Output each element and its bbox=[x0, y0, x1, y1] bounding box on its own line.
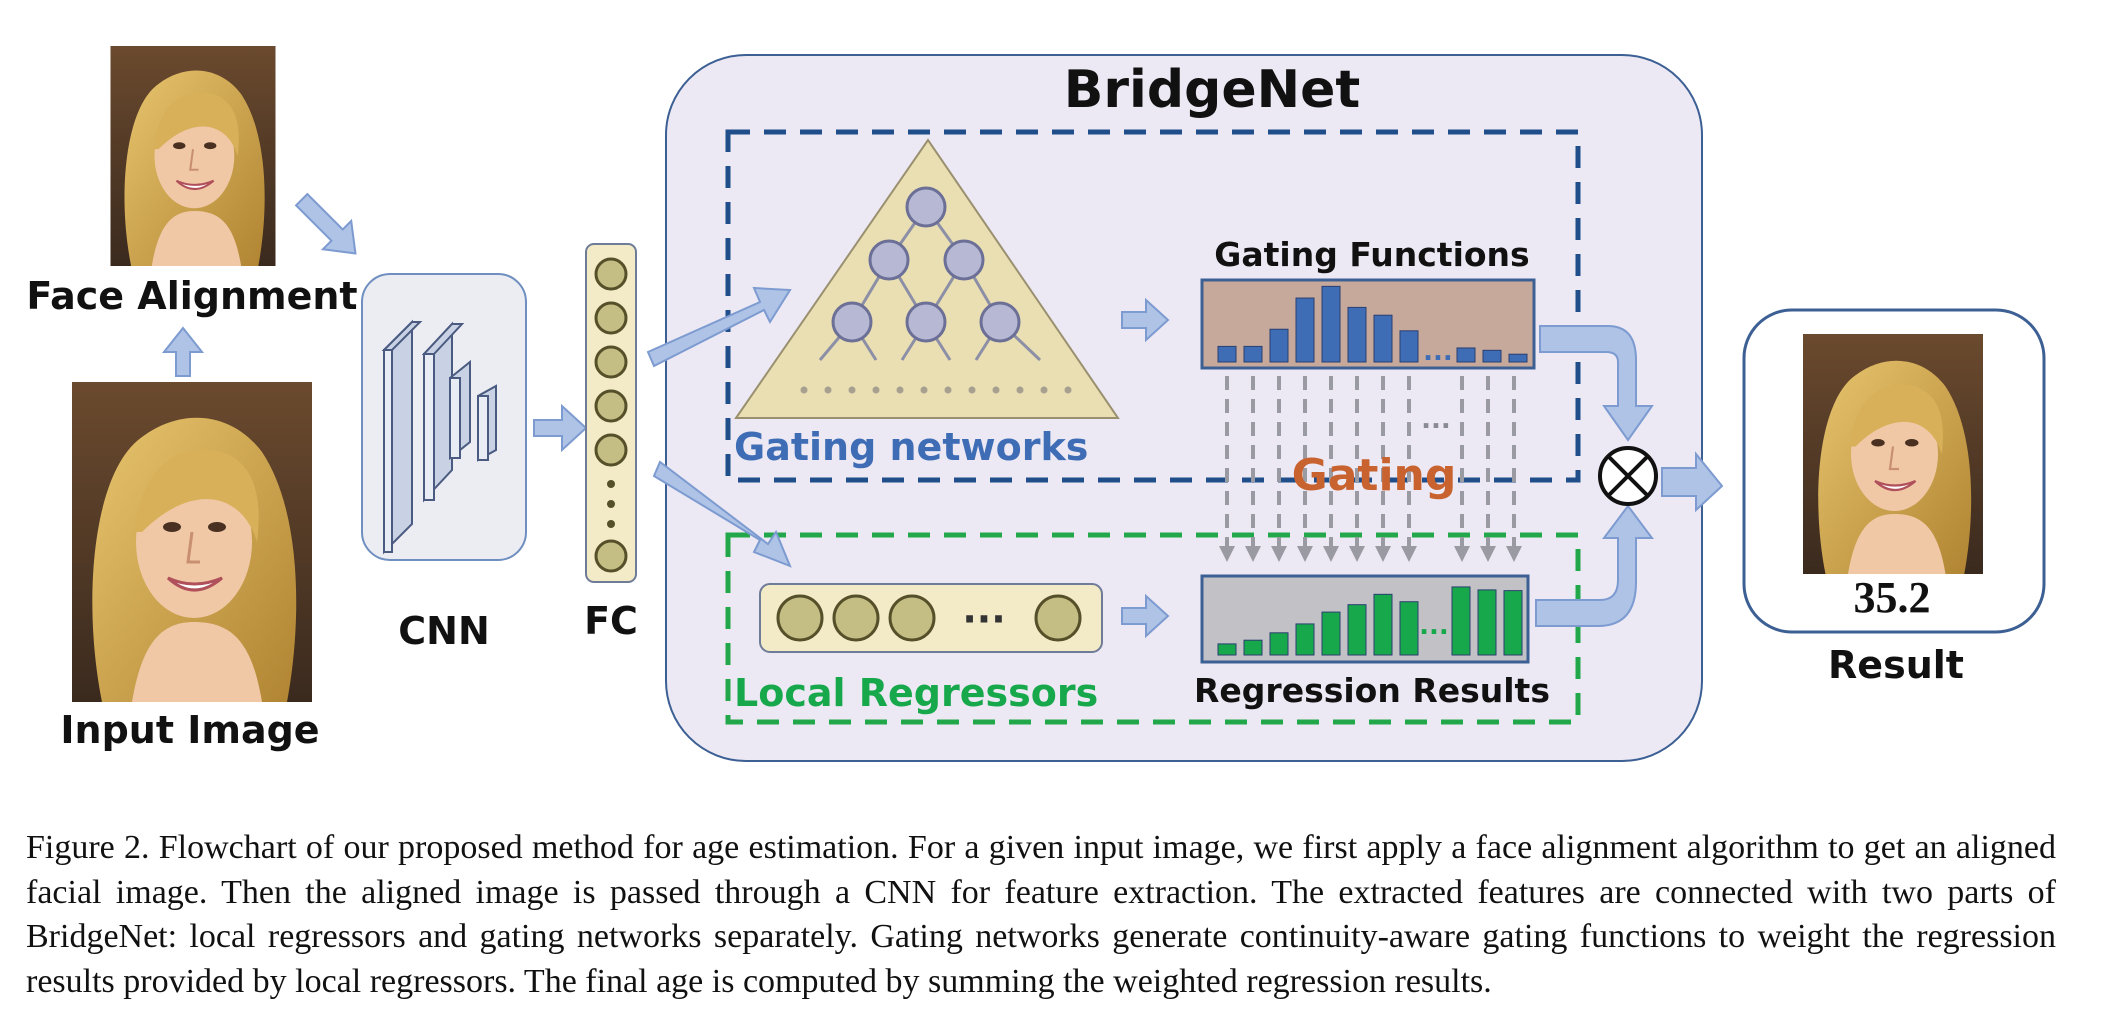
regression-result-bar bbox=[1399, 601, 1419, 656]
gating-function-bar bbox=[1482, 349, 1502, 363]
gating-functions-label: Gating Functions bbox=[1214, 235, 1529, 274]
bridgenet-title: BridgeNet bbox=[1064, 60, 1360, 120]
regression-result-bar bbox=[1321, 611, 1341, 656]
gating-functions-bars bbox=[1217, 285, 1528, 363]
regression-result-bar bbox=[1373, 593, 1393, 656]
gating-dashed-arrows bbox=[1219, 376, 1522, 562]
regression-result-bar bbox=[1347, 604, 1367, 656]
gating-function-bar bbox=[1269, 328, 1289, 363]
face-alignment-label: Face Alignment bbox=[26, 274, 357, 318]
regression-result-bar bbox=[1243, 639, 1263, 656]
gating-function-bar bbox=[1347, 306, 1367, 363]
gating-label: Gating bbox=[1292, 450, 1457, 501]
tree-nodes bbox=[831, 186, 1021, 343]
regression-result-bar bbox=[1477, 589, 1497, 656]
cnn-to-fc-arrow bbox=[533, 403, 588, 453]
gating-function-bar bbox=[1243, 345, 1263, 363]
align-arrow bbox=[161, 326, 205, 377]
figure-caption: Figure 2. Flowchart of our proposed meth… bbox=[26, 829, 2056, 1000]
local-regressors-label: Local Regressors bbox=[734, 671, 1098, 715]
gating-function-bar bbox=[1456, 347, 1476, 363]
input-face-image bbox=[72, 382, 312, 702]
regression-result-bar bbox=[1295, 623, 1315, 656]
regression-result-bar bbox=[1503, 590, 1523, 656]
bridgenet-flowchart: Face Alignment Input Image CNN bbox=[26, 46, 2046, 762]
gating-function-bar bbox=[1295, 297, 1315, 363]
gating-function-bar bbox=[1321, 285, 1341, 363]
gating-to-multiply-arrow bbox=[1539, 325, 1654, 442]
input-image-label: Input Image bbox=[60, 708, 319, 752]
regression-bars-ellipsis: ... bbox=[1419, 611, 1449, 641]
gating-function-bar bbox=[1217, 345, 1237, 363]
gating-function-bar bbox=[1399, 330, 1419, 363]
cnn-label: CNN bbox=[398, 609, 490, 653]
regression-results-bars bbox=[1217, 586, 1523, 656]
regressors-to-results-arrow bbox=[1121, 593, 1170, 639]
gating-function-bar bbox=[1508, 353, 1528, 363]
results-to-multiply-arrow bbox=[1535, 504, 1654, 627]
regression-result-bar bbox=[1217, 643, 1237, 656]
result-age-value: 35.2 bbox=[1854, 573, 1931, 622]
gating-arrows-ellipsis: ... bbox=[1421, 405, 1451, 435]
fc-to-gating-arrow bbox=[646, 286, 792, 368]
cnn-layers-icon bbox=[381, 319, 497, 555]
gating-networks-box bbox=[725, 129, 1581, 483]
regression-results-label: Regression Results bbox=[1194, 671, 1550, 710]
regression-result-bar bbox=[1451, 586, 1471, 656]
fc-label: FC bbox=[584, 599, 638, 643]
gating-bars-ellipsis: ... bbox=[1423, 337, 1453, 367]
gating-networks-label: Gating networks bbox=[734, 425, 1088, 469]
face-to-cnn-arrow bbox=[294, 192, 357, 255]
regressor-nodes bbox=[776, 594, 1082, 642]
fc-neurons bbox=[594, 257, 628, 573]
multiply-operator bbox=[1598, 446, 1658, 506]
tree-to-gating-functions-arrow bbox=[1121, 297, 1170, 343]
gating-function-bar bbox=[1373, 314, 1393, 363]
result-label: Result bbox=[1828, 643, 1964, 687]
regressors-ellipsis: ··· bbox=[962, 597, 1005, 641]
aligned-face-image bbox=[109, 46, 277, 266]
result-face-image bbox=[1801, 334, 1985, 574]
tree-leaf-dots bbox=[800, 386, 1072, 394]
multiply-to-result-arrow bbox=[1661, 451, 1724, 513]
regression-result-bar bbox=[1269, 632, 1289, 656]
fc-ellipsis-dots bbox=[607, 480, 615, 528]
fc-to-regressors-arrow bbox=[652, 460, 792, 568]
local-regressors-box bbox=[725, 532, 1581, 725]
